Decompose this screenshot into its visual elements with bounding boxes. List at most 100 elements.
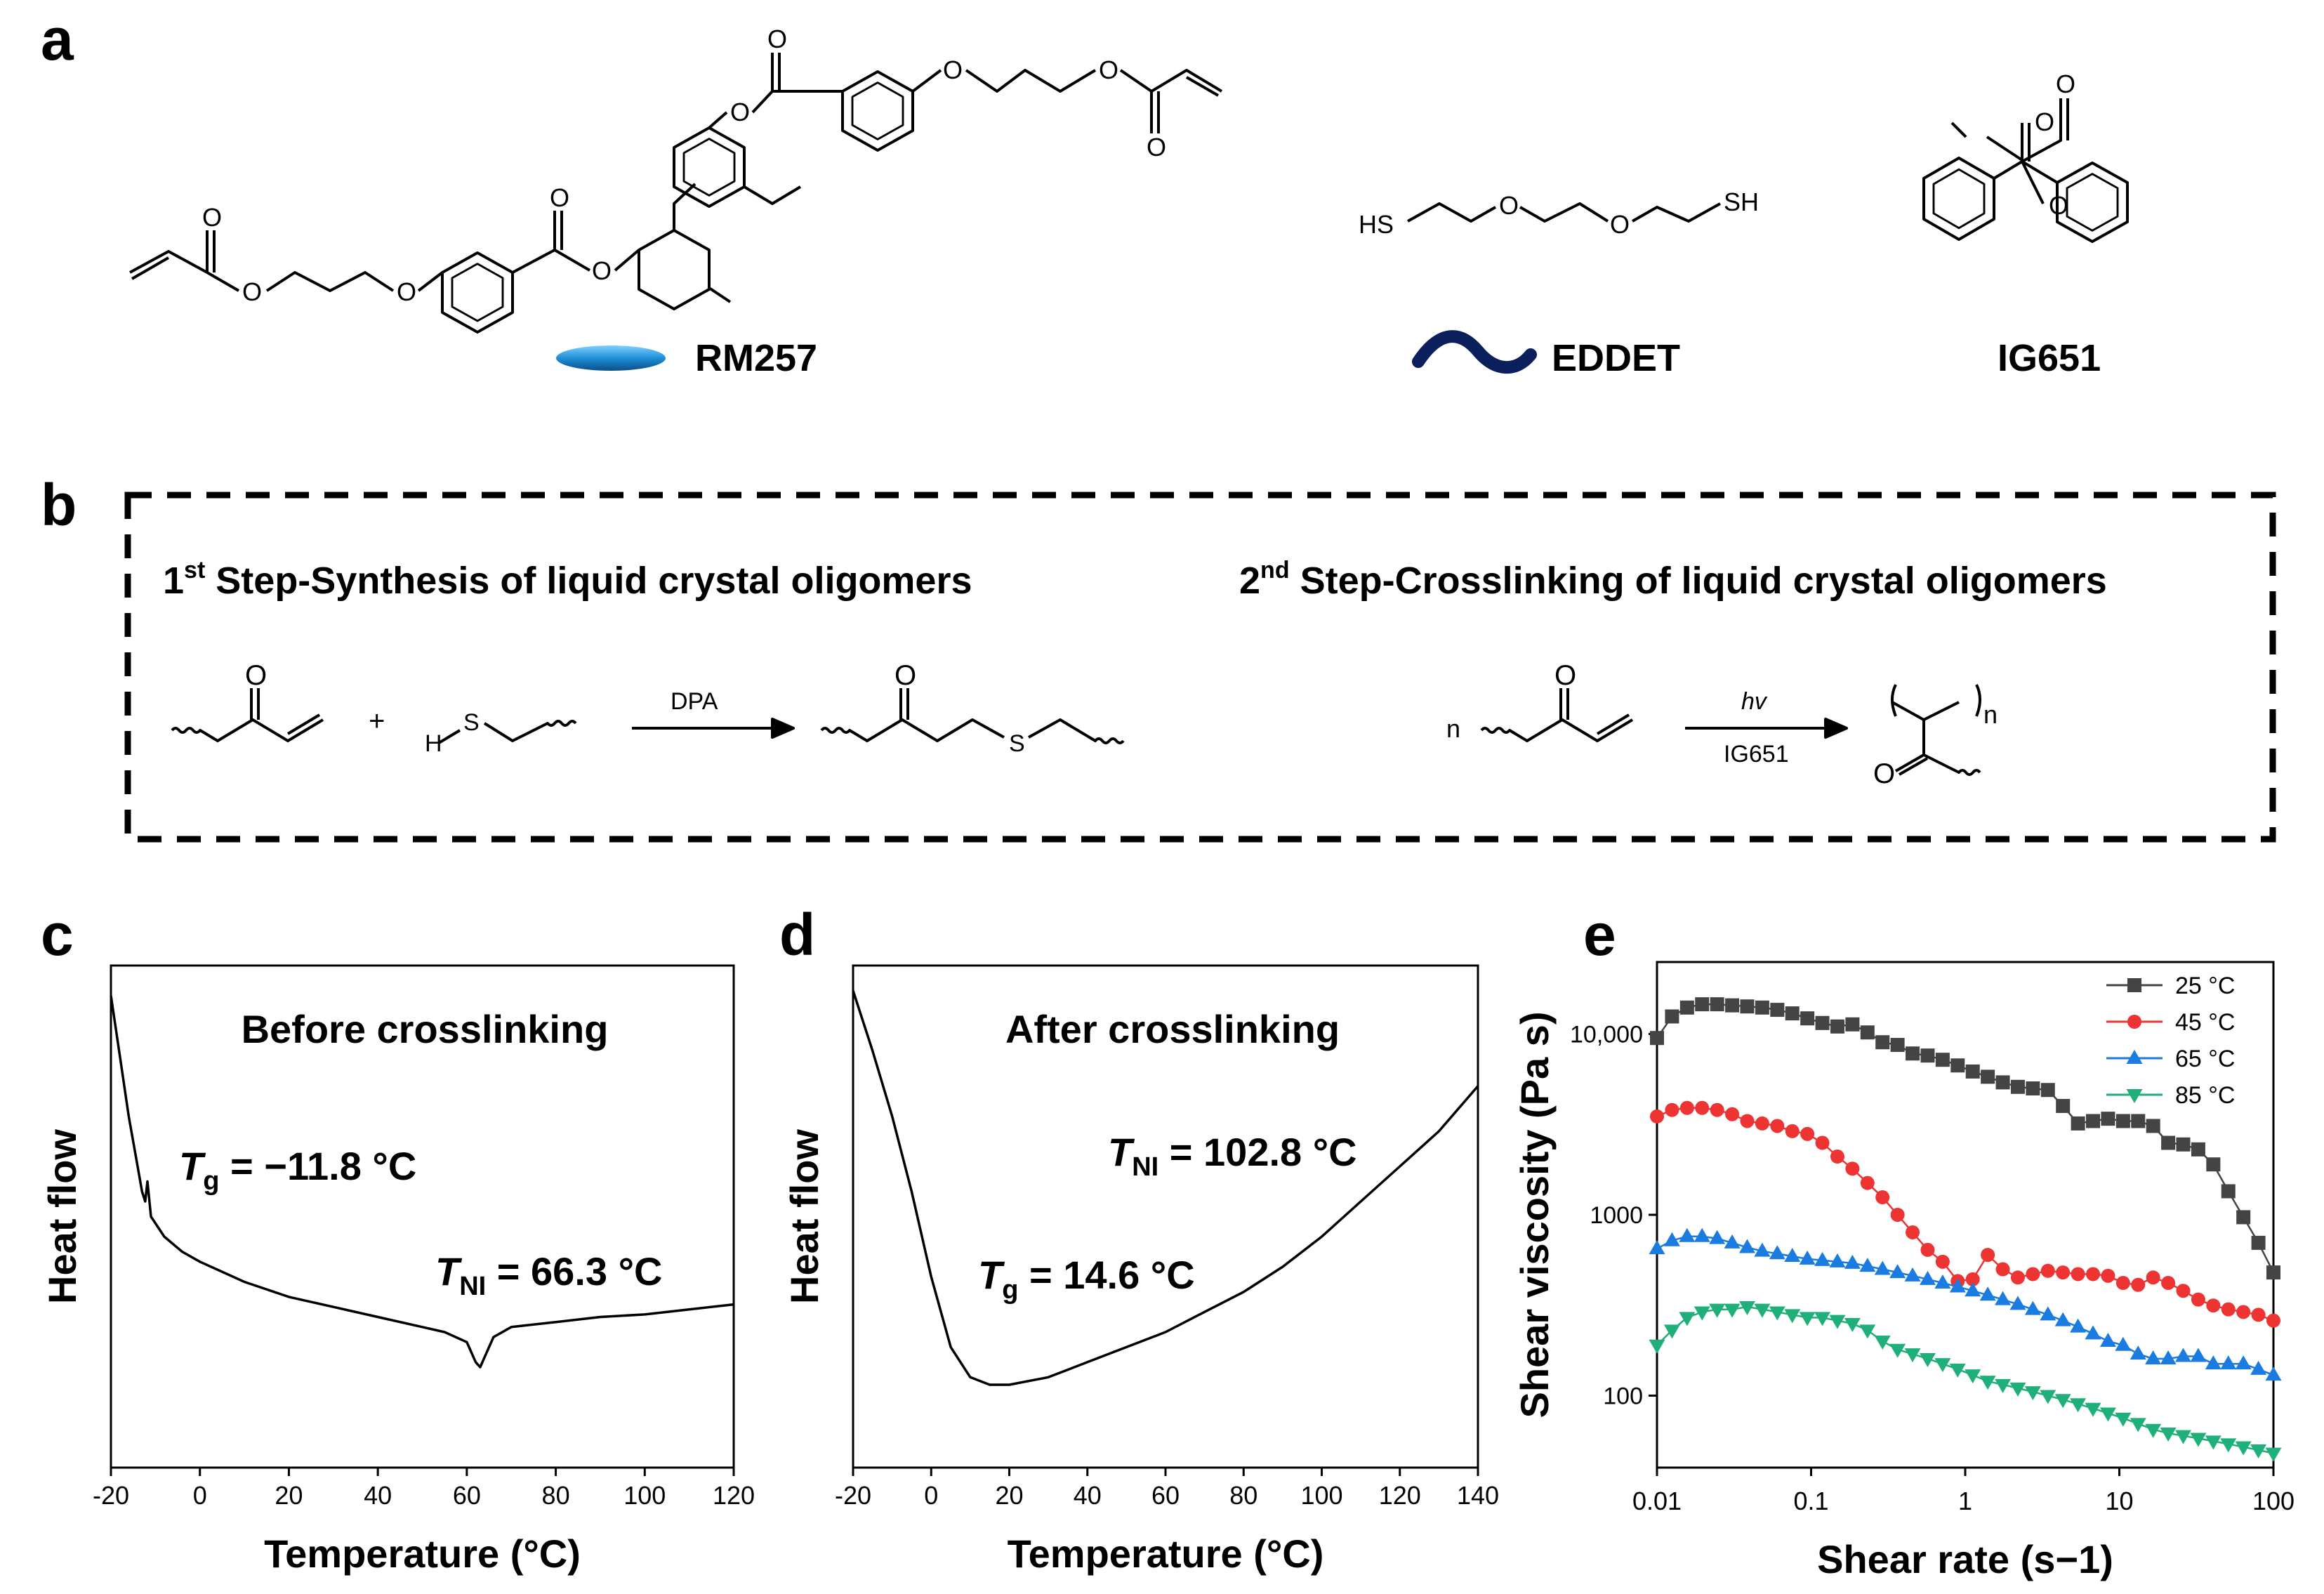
data-point — [2024, 1386, 2041, 1401]
data-point — [2099, 1407, 2116, 1422]
data-point — [2131, 1277, 2146, 1292]
data-point — [1981, 1069, 1995, 1084]
data-point — [1890, 1038, 1905, 1053]
data-point — [2054, 1312, 2071, 1326]
legend: 25 °C45 °C65 °C85 °C — [2106, 973, 2235, 1109]
data-point — [2145, 1350, 2162, 1364]
panel-label-d: d — [779, 902, 815, 968]
data-point — [2071, 1267, 2085, 1282]
data-point — [1769, 1245, 1785, 1260]
data-point — [2250, 1444, 2267, 1459]
data-point — [2161, 1276, 2176, 1291]
data-point — [2026, 1267, 2040, 1282]
data-point — [1769, 1306, 1785, 1321]
atom-o: O — [550, 183, 569, 212]
data-point — [1950, 1058, 1965, 1073]
data-point — [2161, 1135, 2176, 1150]
data-point — [1738, 1300, 1755, 1315]
data-point — [1889, 1343, 1906, 1358]
x-axis-label: Temperature (°C) — [1008, 1532, 1324, 1576]
data-point — [2191, 1142, 2205, 1157]
atom-s: S — [1009, 730, 1025, 757]
x-tick-label: 120 — [1379, 1481, 1421, 1510]
data-point — [1695, 1100, 1710, 1115]
data-point — [2130, 1345, 2146, 1360]
data-point — [2146, 1270, 2160, 1285]
atom-o: O — [1499, 191, 1519, 220]
data-point — [2266, 1313, 2280, 1328]
atom-hs: HS — [1359, 210, 1394, 239]
data-point — [1738, 1239, 1755, 1253]
x-tick-label: 0 — [924, 1481, 938, 1510]
data-point — [2086, 1267, 2101, 1282]
data-point — [1829, 1253, 1846, 1267]
data-point — [2145, 1423, 2162, 1438]
data-point — [1995, 1291, 2012, 1305]
step1-labels: O + H S DPA O S — [245, 660, 1025, 757]
data-point — [1755, 1116, 1769, 1131]
data-point — [1919, 1352, 1936, 1367]
data-point — [2054, 1394, 2071, 1409]
eddet-structure — [1407, 202, 1721, 223]
data-point — [1860, 1175, 1875, 1190]
data-point — [1874, 1336, 1891, 1350]
data-point — [2160, 1350, 2177, 1364]
ellipse-mesogen-icon — [556, 345, 666, 371]
data-point — [1650, 1031, 1664, 1046]
dsc-curve — [852, 990, 1479, 1386]
data-point — [1784, 1248, 1801, 1263]
data-point — [2026, 1081, 2040, 1095]
data-point — [2010, 1079, 2025, 1094]
data-point — [2115, 1412, 2132, 1427]
transition-annotation: Tg = 14.6 °C — [978, 1253, 1195, 1305]
data-point — [1710, 997, 1724, 1012]
data-point — [1890, 1208, 1905, 1222]
x-tick-label: 20 — [995, 1481, 1023, 1510]
transition-annotation: Tg = −11.8 °C — [179, 1144, 416, 1196]
data-point — [2236, 1305, 2251, 1319]
panel-label-a: a — [41, 6, 74, 72]
data-point — [1979, 1286, 1996, 1301]
ig651-structure — [1922, 98, 2129, 243]
x-tick-label: 0.1 — [1793, 1487, 1828, 1515]
data-point — [1860, 1025, 1875, 1040]
transition-annotation: TNI = 102.8 °C — [1108, 1130, 1357, 1182]
panel-b: b 1st Step-Synthesis of liquid crystal o… — [41, 472, 2276, 843]
data-point — [2176, 1137, 2191, 1152]
chart-title: After crosslinking — [1005, 1007, 1340, 1051]
data-point — [1981, 1248, 1995, 1263]
atom-o: O — [202, 203, 222, 232]
data-point — [1725, 998, 1740, 1013]
atom-o: O — [894, 660, 916, 691]
polymer-subscript: n — [1983, 700, 1998, 729]
x-tick-label: 40 — [364, 1481, 392, 1510]
data-point — [1694, 1306, 1710, 1321]
atom-o: O — [2049, 191, 2068, 220]
data-point — [1904, 1267, 1921, 1282]
panel-label-c: c — [41, 902, 74, 968]
dsc-curve — [110, 995, 734, 1369]
data-point — [2190, 1348, 2207, 1362]
data-point — [2190, 1432, 2207, 1447]
data-point — [2099, 1333, 2116, 1347]
data-point — [1799, 1250, 1816, 1265]
plot-frame — [1656, 961, 2275, 1469]
y-tick-label: 1000 — [1590, 1202, 1643, 1229]
data-point — [1935, 1254, 1950, 1269]
data-point — [2160, 1427, 2177, 1442]
data-point — [1949, 1278, 1966, 1293]
data-point — [1859, 1324, 1876, 1339]
data-point — [1995, 1075, 2010, 1090]
data-point — [1663, 1232, 1680, 1246]
data-point — [2127, 978, 2141, 992]
data-point — [1934, 1358, 1951, 1373]
data-point — [1754, 1242, 1771, 1257]
data-point — [2070, 1398, 2087, 1413]
catalyst-label: DPA — [671, 688, 718, 715]
x-tick-label: -20 — [835, 1481, 871, 1510]
atom-o: O — [245, 660, 267, 691]
x-tick-label: -20 — [93, 1481, 129, 1510]
x-tick-label: 0 — [193, 1481, 207, 1510]
